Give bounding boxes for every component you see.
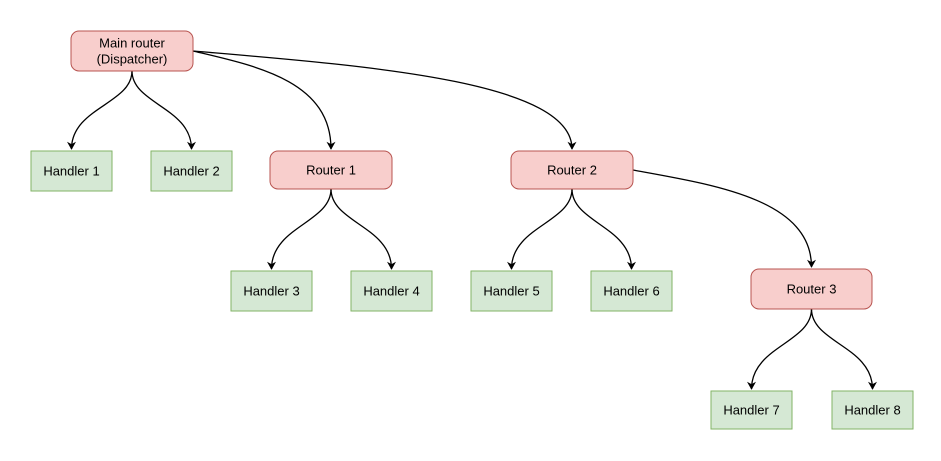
edge-router-1-to-handler-3	[267, 188, 332, 270]
router-1-label: Router 1	[306, 163, 356, 178]
handler-1-box	[30, 150, 113, 192]
node-router-2[interactable]: Router 2	[510, 150, 634, 190]
node-handler-6[interactable]: Handler 6	[590, 270, 673, 312]
node-router-1[interactable]: Router 1	[269, 150, 393, 190]
router-3-label: Router 3	[787, 282, 837, 297]
handler-2-box	[150, 150, 233, 192]
handler-5-box	[470, 270, 553, 312]
handler-3-label: Handler 3	[243, 284, 299, 299]
node-main-router[interactable]: Main router(Dispatcher)	[70, 30, 194, 72]
router-3-box	[750, 268, 873, 310]
router-2-box	[510, 150, 634, 190]
handler-2-label: Handler 2	[163, 164, 219, 179]
handler-7-box	[710, 390, 793, 430]
node-handler-1[interactable]: Handler 1	[30, 150, 113, 192]
handler-8-box	[831, 390, 914, 430]
router-1-box	[269, 150, 393, 190]
main-router-box	[70, 30, 194, 72]
node-handler-8[interactable]: Handler 8	[831, 390, 914, 430]
handler-8-label: Handler 8	[844, 403, 900, 418]
handler-6-label: Handler 6	[603, 284, 659, 299]
edge-router-2-to-router-3	[632, 169, 816, 268]
handler-3-box	[230, 270, 313, 312]
edge-router-2-to-handler-6	[571, 188, 636, 270]
handler-7-label: Handler 7	[723, 403, 779, 418]
node-handler-4[interactable]: Handler 4	[350, 270, 433, 312]
edge-router-3-to-handler-7	[747, 308, 813, 390]
edge-router-1-to-handler-4	[330, 188, 396, 270]
node-handler-5[interactable]: Handler 5	[470, 270, 553, 312]
handler-1-label: Handler 1	[43, 164, 99, 179]
node-handler-3[interactable]: Handler 3	[230, 270, 313, 312]
main-router-label: Main router(Dispatcher)	[97, 36, 168, 67]
router-2-label: Router 2	[547, 163, 597, 178]
edge-router-2-to-handler-5	[507, 188, 573, 270]
edge-router-3-to-handler-8	[810, 308, 877, 390]
edge-main-router-to-handler-2	[131, 70, 196, 150]
handler-6-box	[590, 270, 673, 312]
handler-4-box	[350, 270, 433, 312]
edge-layer	[67, 50, 877, 390]
edge-main-router-to-router-2	[192, 50, 577, 150]
node-layer: Main router(Dispatcher) Handler 1 Handler …	[30, 30, 914, 430]
node-handler-2[interactable]: Handler 2	[150, 150, 233, 192]
edge-main-router-to-router-1	[192, 50, 336, 150]
node-router-3[interactable]: Router 3	[750, 268, 873, 310]
handler-4-label: Handler 4	[363, 284, 419, 299]
edge-main-router-to-handler-1	[67, 70, 133, 150]
handler-5-label: Handler 5	[483, 284, 539, 299]
node-handler-7[interactable]: Handler 7	[710, 390, 793, 430]
